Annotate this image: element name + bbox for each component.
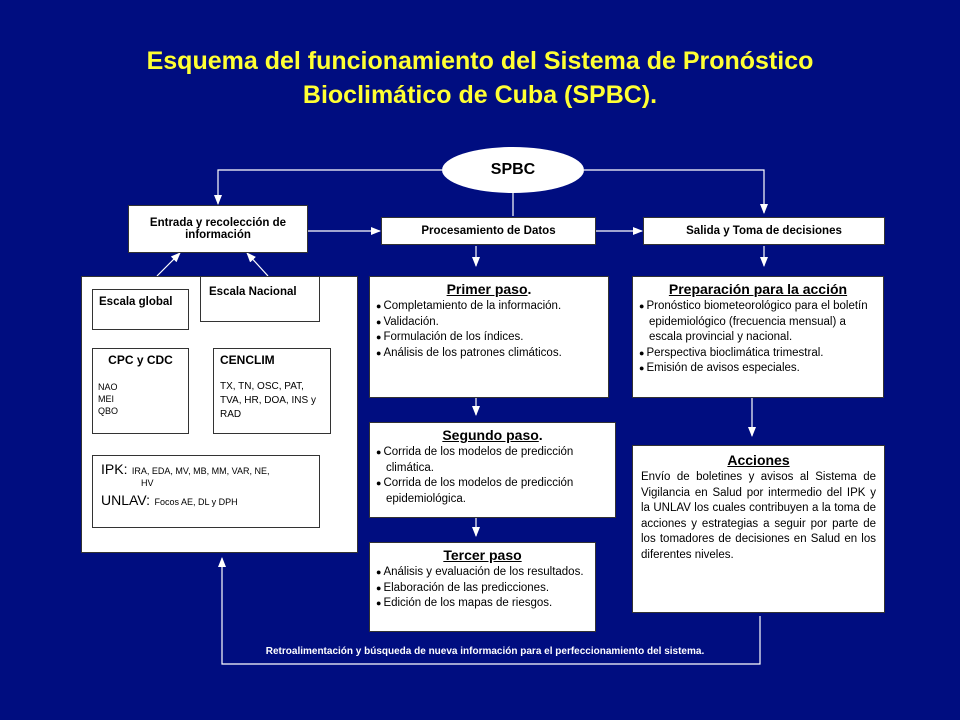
list-item: ●Completamiento de la información. xyxy=(376,300,562,312)
feedback-label: Retroalimentación y búsqueda de nueva in… xyxy=(265,646,705,657)
entrada-box: Entrada y recolección de información xyxy=(128,205,308,253)
ipk-text-2: HV xyxy=(141,478,154,488)
preparacion-box: Preparación para la acción ●Pronóstico b… xyxy=(632,276,884,398)
procesamiento-box: Procesamiento de Datos xyxy=(381,217,596,245)
cpc-item: QBO xyxy=(98,406,119,416)
list-item: ●Elaboración de las predicciones. xyxy=(376,581,550,594)
bullet-icon: ● xyxy=(376,567,382,577)
title-line-1: Esquema del funcionamiento del Sistema d… xyxy=(146,47,814,75)
bullet-icon: ● xyxy=(639,301,645,311)
arrow-panel-entrada-left xyxy=(156,252,181,277)
ipk-text: IRA, EDA, MV, MB, MM, VAR, NE, xyxy=(131,466,270,476)
spbc-node: SPBC xyxy=(442,147,584,193)
escala-nacional-box: Escala Nacional xyxy=(200,276,320,322)
arrow-panel-entrada-right xyxy=(246,252,269,277)
segundo-paso-list: ●Corrida de los modelos de predicción cl… xyxy=(376,445,609,507)
bullet-icon: ● xyxy=(376,447,382,457)
page-title: Esquema del funcionamiento del Sistema d… xyxy=(0,44,960,112)
bullet-icon: ● xyxy=(376,598,382,608)
bullet-icon: ● xyxy=(639,347,645,358)
segundo-paso-box: Segundo paso. ●Corrida de los modelos de… xyxy=(369,422,616,518)
acciones-title: Acciones xyxy=(727,452,790,468)
cenclim-box: CENCLIM TX, TN, OSC, PAT, TVA, HR, DOA, … xyxy=(213,348,331,434)
bullet-icon: ● xyxy=(376,582,382,593)
list-item: ●Edición de los mapas de riesgos. xyxy=(376,597,553,609)
cpc-item: NAO xyxy=(98,382,118,392)
list-item: ●Emisión de avisos especiales. xyxy=(639,362,800,374)
salida-box: Salida y Toma de decisiones xyxy=(643,217,885,245)
escala-global-box: Escala global xyxy=(92,289,189,330)
cpc-box: CPC y CDC NAO MEI QBO xyxy=(92,348,189,434)
ipk-unlav-box: IPK: IRA, EDA, MV, MB, MM, VAR, NE, HV U… xyxy=(92,455,320,528)
arrow-spbc-entrada xyxy=(214,169,442,205)
list-item: ●Perspectiva bioclimática trimestral. xyxy=(639,346,824,359)
unlav-label: UNLAV: xyxy=(101,492,151,508)
acciones-box: Acciones Envío de boletines y avisos al … xyxy=(632,445,885,613)
list-item: ●Análisis de los patrones climáticos. xyxy=(376,346,562,359)
cpc-title: CPC y CDC xyxy=(108,353,173,367)
bullet-icon: ● xyxy=(639,363,645,373)
preparacion-title: Preparación para la acción xyxy=(668,281,848,297)
list-item: ●Pronóstico biometeorológico para el bol… xyxy=(639,300,868,343)
acciones-text: Envío de boletines y avisos al Sistema d… xyxy=(641,471,876,561)
list-item: ●Validación. xyxy=(376,315,439,328)
escala-global-label: Escala global xyxy=(99,296,173,308)
list-item: ●Corrida de los modelos de predicción ep… xyxy=(376,477,574,505)
unlav-text: Focos AE, DL y DPH xyxy=(154,497,238,507)
primer-paso-suffix: . xyxy=(527,281,532,297)
tercer-paso-box: Tercer paso ●Análisis y evaluación de lo… xyxy=(369,542,596,632)
segundo-paso-suffix: . xyxy=(538,427,543,443)
preparacion-list: ●Pronóstico biometeorológico para el bol… xyxy=(639,299,877,377)
bullet-icon: ● xyxy=(376,478,382,488)
segundo-paso-title: Segundo paso xyxy=(442,427,539,443)
cpc-item: MEI xyxy=(98,394,115,404)
list-item: ●Formulación de los índices. xyxy=(376,331,524,343)
arrow-spbc-salida xyxy=(584,169,768,214)
primer-paso-list: ●Completamiento de la información. ●Vali… xyxy=(376,299,602,361)
cenclim-text: TX, TN, OSC, PAT, TVA, HR, DOA, INS y RA… xyxy=(220,381,316,420)
primer-paso-title: Primer paso xyxy=(446,281,528,297)
ipk-label: IPK: xyxy=(101,461,128,477)
cenclim-title: CENCLIM xyxy=(220,353,275,367)
primer-paso-box: Primer paso. ●Completamiento de la infor… xyxy=(369,276,609,398)
procesamiento-label: Procesamiento de Datos xyxy=(421,225,556,237)
list-item: ●Análisis y evaluación de los resultados… xyxy=(376,566,584,578)
title-line-2: Bioclimático de Cuba (SPBC). xyxy=(302,81,658,109)
bullet-icon: ● xyxy=(376,347,382,358)
escala-nacional-label: Escala Nacional xyxy=(209,286,297,298)
entrada-label: Entrada y recolección de información xyxy=(149,217,287,241)
bullet-icon: ● xyxy=(376,332,382,342)
bullet-icon: ● xyxy=(376,316,382,327)
tercer-paso-title: Tercer paso xyxy=(443,547,522,563)
salida-label: Salida y Toma de decisiones xyxy=(686,225,842,237)
feedback-loop xyxy=(218,557,761,665)
tercer-paso-list: ●Análisis y evaluación de los resultados… xyxy=(376,565,589,612)
bullet-icon: ● xyxy=(376,301,382,311)
list-item: ●Corrida de los modelos de predicción cl… xyxy=(376,446,574,474)
